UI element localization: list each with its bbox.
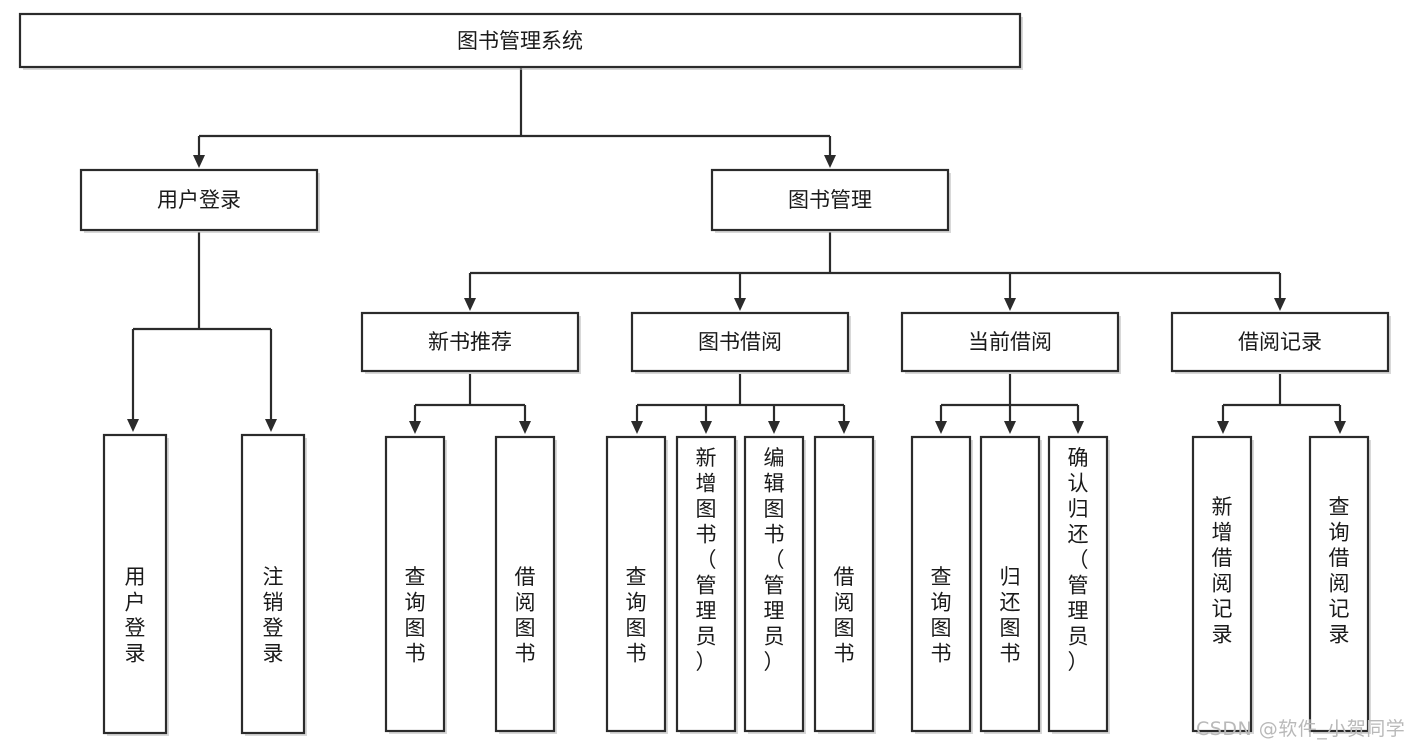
node-leaf-borrow-book-1-label: 借阅图书 (515, 565, 536, 666)
node-leaf-borrow-book-2-label: 借阅图书 (834, 565, 855, 666)
node-leaf-query-book-1-label: 查询图书 (405, 565, 426, 666)
node-book-borrow[interactable]: 图书借阅 (630, 311, 851, 374)
node-leaf-query-record-label: 查询借阅记录 (1329, 495, 1350, 647)
node-leaf-confirm-return[interactable]: 确认归还（管理员） (1047, 435, 1110, 734)
node-leaf-add-record-label: 新增借阅记录 (1212, 495, 1233, 647)
node-leaf-add-book-label: 新增图书（管理员） (696, 446, 717, 674)
node-new-book-rec[interactable]: 新书推荐 (360, 311, 581, 374)
node-leaf-query-book-3[interactable]: 查询图书 (910, 435, 973, 734)
node-book-borrow-label: 图书借阅 (698, 330, 782, 354)
node-leaf-return-book-label: 归还图书 (1000, 565, 1021, 666)
node-current-borrow-label: 当前借阅 (968, 330, 1052, 354)
node-new-book-rec-label: 新书推荐 (428, 330, 512, 354)
node-root-label: 图书管理系统 (457, 29, 583, 53)
node-leaf-user-login[interactable]: 用户登录 (102, 433, 169, 736)
node-leaf-borrow-book-2[interactable]: 借阅图书 (813, 435, 876, 734)
node-borrow-record-label: 借阅记录 (1238, 330, 1322, 354)
node-leaf-edit-book-label: 编辑图书（管理员） (764, 446, 785, 674)
node-leaf-query-book-2-label: 查询图书 (626, 565, 647, 666)
node-leaf-query-book-3-label: 查询图书 (931, 565, 952, 666)
node-user-login-label: 用户登录 (157, 188, 241, 212)
node-leaf-edit-book[interactable]: 编辑图书（管理员） (743, 435, 806, 734)
node-leaf-add-record[interactable]: 新增借阅记录 (1191, 435, 1254, 734)
node-leaf-query-book-2[interactable]: 查询图书 (605, 435, 668, 734)
node-leaf-add-book[interactable]: 新增图书（管理员） (675, 435, 738, 734)
node-borrow-record[interactable]: 借阅记录 (1170, 311, 1391, 374)
node-book-manage[interactable]: 图书管理 (710, 168, 951, 233)
node-leaf-user-logout-label: 注销登录 (263, 565, 284, 666)
nodes-layer: 图书管理系统 用户登录 图书管理 新书推荐 (18, 12, 1391, 736)
node-leaf-confirm-return-label: 确认归还（管理员） (1068, 446, 1089, 674)
edges-layer (127, 68, 1346, 434)
node-leaf-query-book-1[interactable]: 查询图书 (384, 435, 447, 734)
node-user-login[interactable]: 用户登录 (79, 168, 320, 233)
node-leaf-user-login-label: 用户登录 (125, 565, 146, 666)
node-leaf-user-logout[interactable]: 注销登录 (240, 433, 307, 736)
node-book-manage-label: 图书管理 (788, 188, 872, 212)
node-leaf-borrow-book-1[interactable]: 借阅图书 (494, 435, 557, 734)
node-leaf-return-book[interactable]: 归还图书 (979, 435, 1042, 734)
node-current-borrow[interactable]: 当前借阅 (900, 311, 1121, 374)
node-leaf-query-record[interactable]: 查询借阅记录 (1308, 435, 1371, 734)
node-root[interactable]: 图书管理系统 (18, 12, 1023, 70)
